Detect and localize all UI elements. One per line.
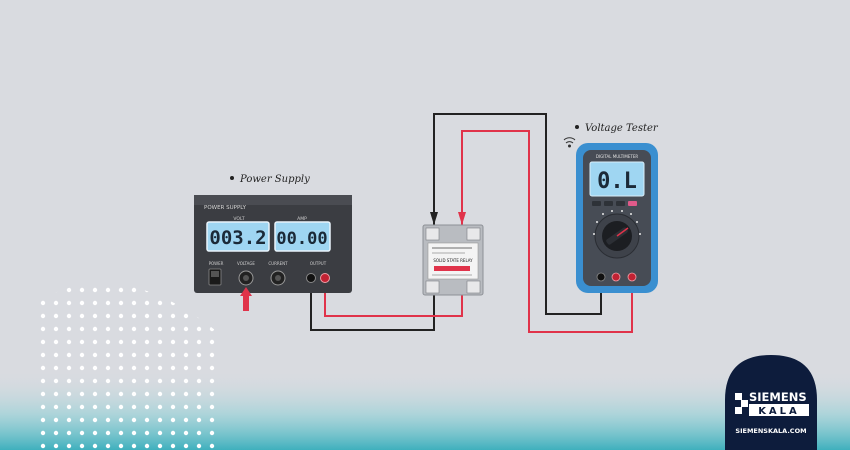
- solid-state-relay: SOLID STATE RELAY: [422, 224, 484, 296]
- black-wire-relay-meter: [433, 113, 602, 315]
- brand-name-bottom: KALA: [758, 406, 800, 417]
- red-wire-psu-relay: [324, 282, 463, 317]
- amp-label: AMP: [297, 216, 307, 222]
- brand-name-top: SIEMENS: [749, 390, 807, 404]
- meter-button-3[interactable]: [616, 201, 625, 206]
- power-supply-body: [194, 195, 352, 293]
- voltage-label: VOLTAGE: [237, 261, 255, 266]
- caption-bullet: [230, 176, 234, 180]
- volt-display: [206, 221, 270, 252]
- caption-bullet: [575, 125, 579, 129]
- power-supply: Power Supply POWER SUPPLY VOLT AMP 003.2…: [194, 174, 352, 311]
- relay-label: SOLID STATE RELAY: [433, 258, 473, 263]
- wifi-icon: [563, 137, 576, 148]
- output-terminal-negative[interactable]: [306, 273, 316, 283]
- relay-terminal-1: [425, 227, 440, 241]
- output-terminal-positive[interactable]: [320, 273, 330, 283]
- siemenskala-badge: SIEMENS KALA SIEMENSKALA.COM: [725, 355, 817, 450]
- wires: [310, 113, 633, 333]
- relay-label-plate: [427, 242, 479, 280]
- meter-button-4[interactable]: [628, 201, 637, 206]
- power-supply-caption: Power Supply: [239, 174, 310, 185]
- multimeter: Voltage Tester DIGITAL MULTIMETER 0.L: [563, 123, 659, 293]
- amp-display: [274, 221, 331, 252]
- multimeter-display: [589, 161, 645, 197]
- black-probe-tip: [430, 212, 438, 225]
- power-label: POWER: [209, 261, 224, 266]
- output-label: OUTPUT: [310, 261, 327, 266]
- multimeter-title: DIGITAL MULTIMETER: [596, 154, 639, 159]
- power-supply-panel-title: POWER SUPPLY: [204, 205, 247, 211]
- volt-label: VOLT: [233, 216, 244, 222]
- volt-reading: 003.2: [209, 227, 266, 249]
- dot-pattern-decoration: [40, 283, 215, 450]
- dial-pointer: [616, 227, 629, 237]
- badge-background: [725, 355, 817, 450]
- meter-button-1[interactable]: [592, 201, 601, 206]
- volt-jack[interactable]: [627, 272, 637, 282]
- com-jack[interactable]: [596, 272, 606, 282]
- voltage-tester-caption: Voltage Tester: [585, 123, 659, 134]
- relay-terminal-2: [466, 227, 481, 241]
- relay-terminal-3: [425, 280, 440, 294]
- red-wire-relay-meter: [461, 130, 633, 333]
- current-label: CURRENT: [268, 261, 288, 266]
- meter-button-2[interactable]: [604, 201, 613, 206]
- red-probe-tip: [458, 212, 466, 225]
- amp-reading: 00.00: [276, 229, 327, 249]
- siemenskala-logo-icon: [735, 393, 748, 414]
- ma-jack[interactable]: [611, 272, 621, 282]
- multimeter-reading: 0.L: [597, 169, 637, 194]
- voltage-adjust-arrow-icon: [240, 287, 252, 311]
- brand-website[interactable]: SIEMENSKALA.COM: [735, 427, 806, 435]
- relay-terminal-4: [466, 280, 481, 294]
- black-wire-psu-relay: [310, 282, 435, 331]
